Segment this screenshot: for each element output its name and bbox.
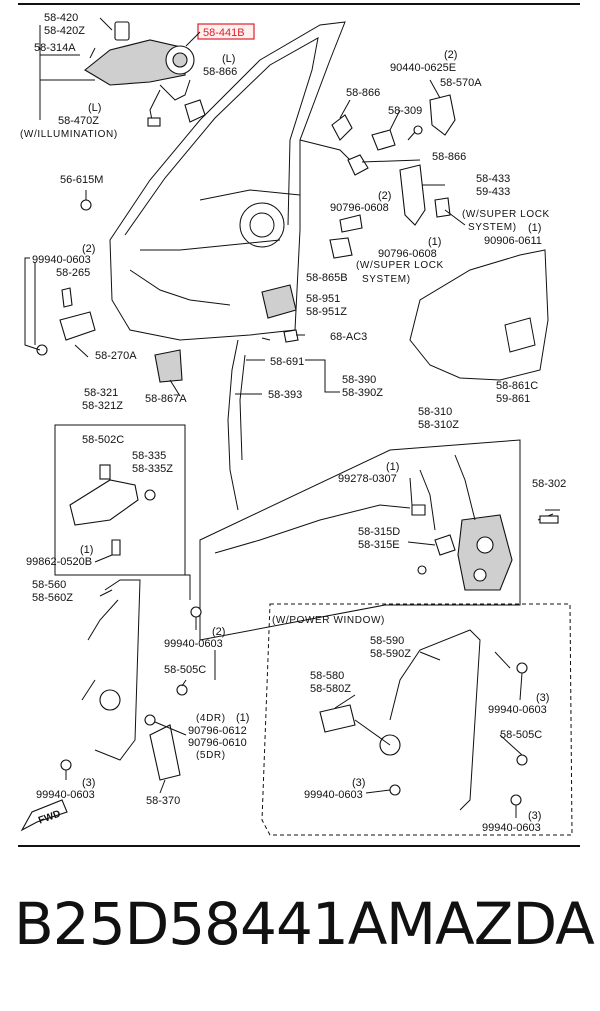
label-58-420: 58-420 bbox=[44, 12, 78, 24]
label-99940-pr-qty: (3) bbox=[536, 692, 549, 704]
label-w-illumination: (W/ILLUMINATION) bbox=[20, 129, 118, 140]
label-99940-pb: 99940-0603 bbox=[304, 789, 363, 801]
label-58-270a: 58-270A bbox=[95, 350, 137, 362]
regulator-power bbox=[319, 629, 528, 811]
label-90796-0608-qty: (2) bbox=[378, 190, 391, 202]
latch-group bbox=[214, 454, 513, 591]
label-90796-0610: 90796-0610 bbox=[188, 737, 247, 749]
label-power-window: (W/POWER WINDOW) bbox=[272, 615, 385, 626]
label-58-433: 58-433 bbox=[476, 173, 510, 185]
label-99940-bl-qty: (3) bbox=[82, 777, 95, 789]
label-58-866-top: 58-866 bbox=[203, 66, 237, 78]
label-99940-mid: 99940-0603 bbox=[164, 638, 223, 650]
label-58-590: 58-590 bbox=[370, 635, 404, 647]
label-59-433: 59-433 bbox=[476, 186, 510, 198]
label-58-370: 58-370 bbox=[146, 795, 180, 807]
label-99278: 99278-0307 bbox=[338, 473, 397, 485]
label-90440: 90440-0625E bbox=[390, 62, 456, 74]
label-90796-0612: 90796-0612 bbox=[188, 725, 247, 737]
label-90796-0608b-qty: (1) bbox=[428, 236, 441, 248]
label-58-265: 58-265 bbox=[56, 267, 90, 279]
label-99940-br: 99940-0603 bbox=[482, 822, 541, 834]
label-90440-qty: (2) bbox=[444, 49, 457, 61]
label-58-866-mid: 58-866 bbox=[346, 87, 380, 99]
outer-handle-group bbox=[84, 21, 206, 127]
fwd-arrow bbox=[20, 799, 68, 832]
label-99940-br-qty: (3) bbox=[528, 810, 541, 822]
label-90796-0608: 90796-0608 bbox=[330, 202, 389, 214]
label-58-505c-left: 58-505C bbox=[164, 664, 206, 676]
label-99940-left: 99940-0603 bbox=[32, 254, 91, 266]
upper-right-parts bbox=[261, 94, 456, 343]
caption: B25D58441A MAZDA bbox=[0, 890, 600, 980]
label-59-861: 59-861 bbox=[496, 393, 530, 405]
label-56-615m: 56-615M bbox=[60, 174, 103, 186]
label-90906-qty: (1) bbox=[528, 222, 541, 234]
label-58-310z: 58-310Z bbox=[418, 419, 459, 431]
side-panel bbox=[409, 249, 549, 381]
latch-panel bbox=[199, 439, 521, 641]
label-68-ac3: 68-AC3 bbox=[330, 331, 367, 343]
label-58-691: 58-691 bbox=[270, 356, 304, 368]
label-58-310: 58-310 bbox=[418, 406, 452, 418]
label-5dr-note: (5DR) bbox=[196, 750, 226, 761]
label-super-lock-1b: SYSTEM) bbox=[468, 222, 517, 233]
label-58-390z: 58-390Z bbox=[342, 387, 383, 399]
label-58-315d: 58-315D bbox=[358, 526, 400, 538]
label-58-441b[interactable]: 58-441B bbox=[203, 27, 245, 39]
highlight-box-58-441b[interactable] bbox=[197, 23, 255, 40]
label-99940-bl: 99940-0603 bbox=[36, 789, 95, 801]
label-58-951z: 58-951Z bbox=[306, 306, 347, 318]
label-58-580: 58-580 bbox=[310, 670, 344, 682]
door-check-group bbox=[34, 190, 183, 383]
label-58-335z: 58-335Z bbox=[132, 463, 173, 475]
label-58-866-low: 58-866 bbox=[432, 151, 466, 163]
label-99940-pb-qty: (3) bbox=[352, 777, 365, 789]
label-58-502c: 58-502C bbox=[82, 434, 124, 446]
label-58-560: 58-560 bbox=[32, 579, 66, 591]
label-58-321z: 58-321Z bbox=[82, 400, 123, 412]
maker-name: MAZDA bbox=[386, 890, 595, 958]
label-58-315e: 58-315E bbox=[358, 539, 400, 551]
inner-handle-group bbox=[69, 464, 156, 556]
regulator-manual bbox=[60, 579, 202, 781]
label-58-470z: 58-470Z bbox=[58, 115, 99, 127]
parts-diagram: 58-420 58-420Z 58-314A 58-441B (L) 58-86… bbox=[18, 3, 580, 847]
door-shell bbox=[109, 21, 361, 341]
label-99940-pr: 99940-0603 bbox=[488, 704, 547, 716]
label-58-314a: 58-314A bbox=[34, 42, 76, 54]
label-58-867a: 58-867A bbox=[145, 393, 187, 405]
label-58-302: 58-302 bbox=[532, 478, 566, 490]
label-58-321: 58-321 bbox=[84, 387, 118, 399]
label-58-570a: 58-570A bbox=[440, 77, 482, 89]
label-58-505c-right: 58-505C bbox=[500, 729, 542, 741]
label-90796-0608b: 90796-0608 bbox=[378, 248, 437, 260]
label-58-580z: 58-580Z bbox=[310, 683, 351, 695]
label-90906: 90906-0611 bbox=[484, 235, 542, 247]
label-99940-mid-qty: (2) bbox=[212, 626, 225, 638]
label-58-470z-note: (L) bbox=[88, 102, 101, 114]
label-58-420z: 58-420Z bbox=[44, 25, 85, 37]
label-99940-left-qty: (2) bbox=[82, 243, 95, 255]
label-58-560z: 58-560Z bbox=[32, 592, 73, 604]
label-4dr-qty: (1) bbox=[236, 712, 249, 724]
label-58-590z: 58-590Z bbox=[370, 648, 411, 660]
label-super-lock-2b: SYSTEM) bbox=[362, 274, 411, 285]
label-58-309: 58-309 bbox=[388, 105, 422, 117]
label-58-861c: 58-861C bbox=[496, 380, 538, 392]
label-58-866-note: (L) bbox=[222, 53, 235, 65]
label-58-951: 58-951 bbox=[306, 293, 340, 305]
label-58-390: 58-390 bbox=[342, 374, 376, 386]
label-99278-qty: (1) bbox=[386, 461, 399, 473]
label-58-393: 58-393 bbox=[268, 389, 302, 401]
label-super-lock-2: (W/SUPER LOCK bbox=[356, 260, 444, 271]
label-4dr-note: (4DR) bbox=[196, 713, 226, 724]
part-number: B25D58441A bbox=[14, 890, 387, 958]
label-super-lock-1: (W/SUPER LOCK bbox=[462, 209, 550, 220]
label-99862-qty: (1) bbox=[80, 544, 93, 556]
label-58-335: 58-335 bbox=[132, 450, 166, 462]
label-58-865b: 58-865B bbox=[306, 272, 348, 284]
label-99862: 99862-0520B bbox=[26, 556, 92, 568]
